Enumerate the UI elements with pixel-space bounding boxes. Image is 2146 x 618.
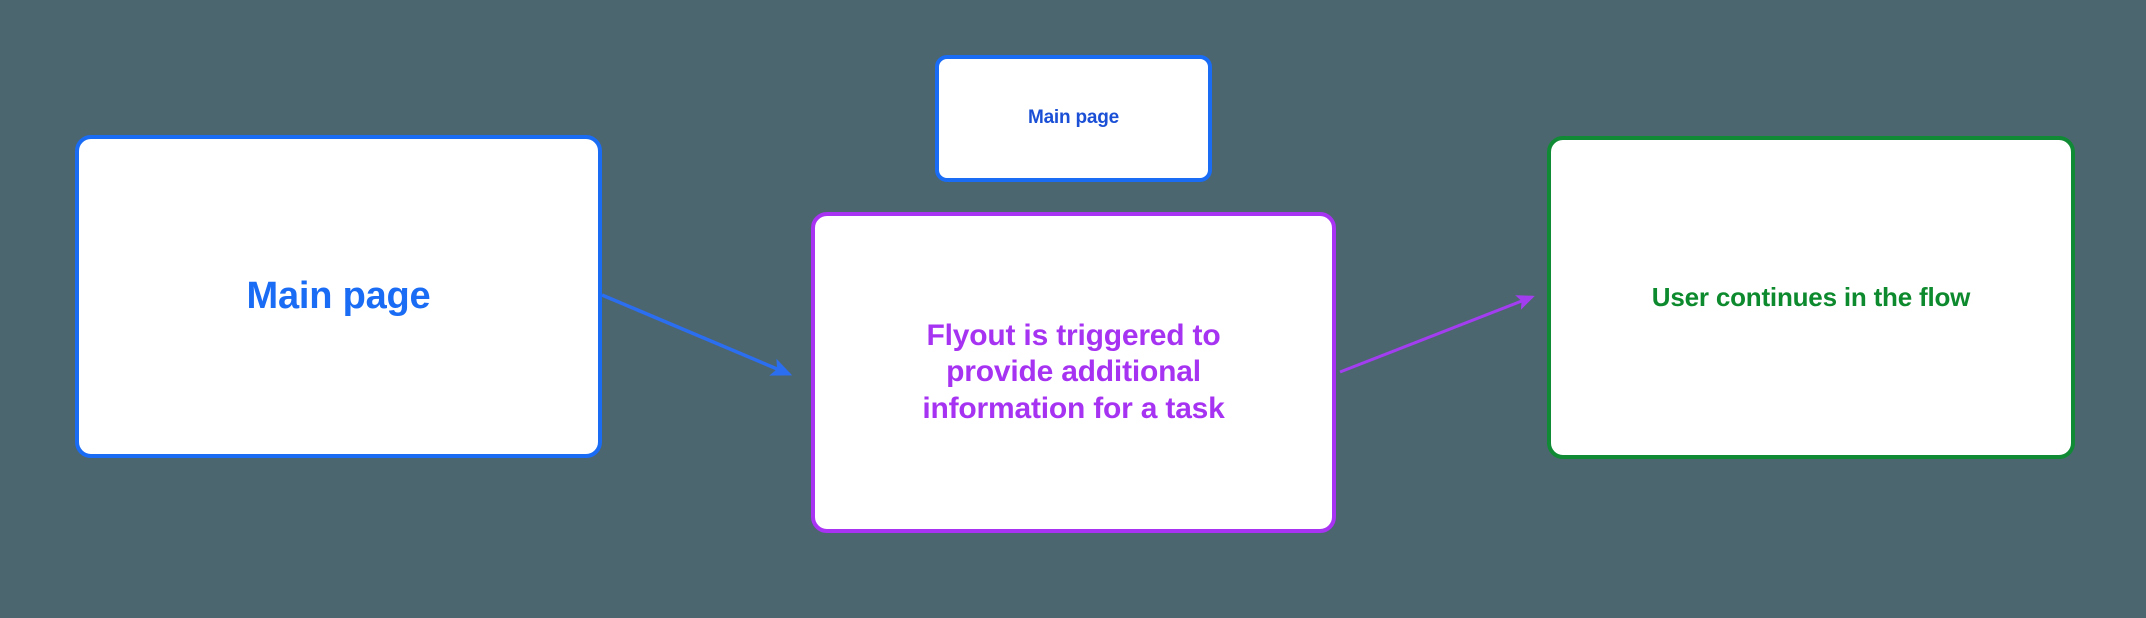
arrow-flyout-to-user-continues <box>1339 295 1535 374</box>
node-main-page-left[interactable]: Main page <box>75 135 602 458</box>
node-user-continues[interactable]: User continues in the flow <box>1547 136 2075 459</box>
node-main-page-top[interactable]: Main page <box>935 55 1212 182</box>
arrow-main-page-to-flyout <box>601 293 793 376</box>
node-user-continues-label: User continues in the flow <box>1651 281 1971 312</box>
node-main-page-top-label: Main page <box>1027 107 1120 129</box>
node-flyout[interactable]: Flyout is triggered to provide additiona… <box>811 212 1336 533</box>
node-main-page-left-label: Main page <box>246 275 431 318</box>
node-flyout-label: Flyout is triggered to provide additiona… <box>922 318 1225 425</box>
